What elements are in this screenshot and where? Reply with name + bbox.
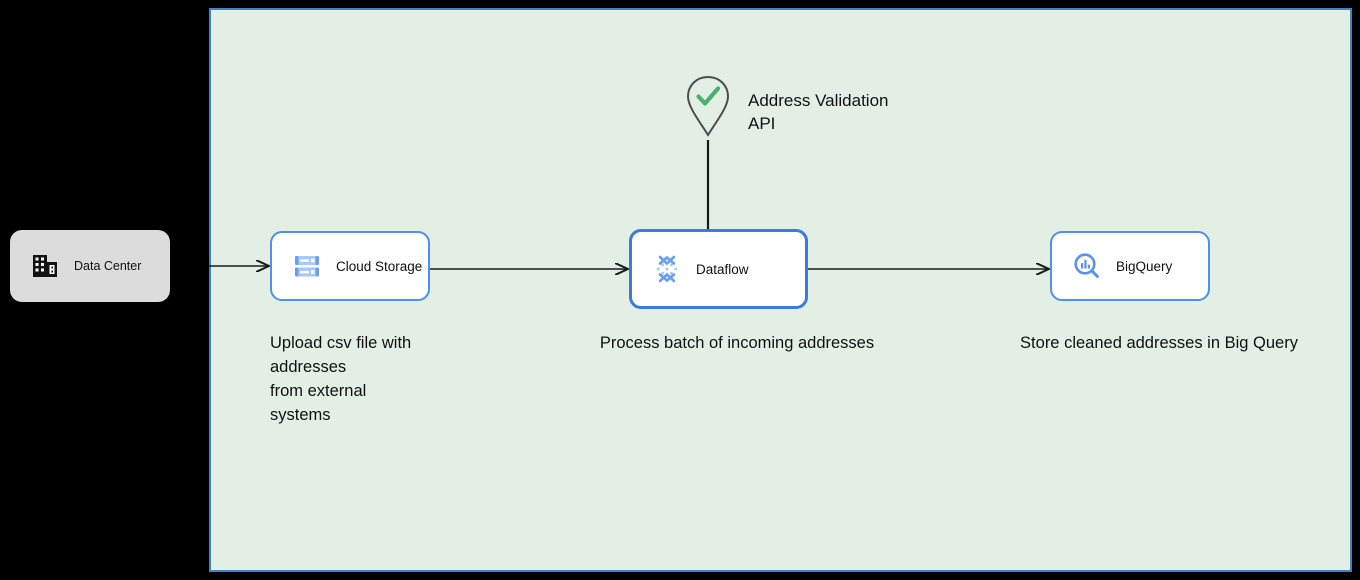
caption-dataflow: Process batch of incoming addresses [599, 334, 875, 352]
caption-bigquery: Store cleaned addresses in Big Query [1020, 334, 1298, 352]
node-dataflow[interactable]: Dataflow [629, 229, 808, 309]
bigquery-icon [1070, 249, 1104, 283]
node-address-validation-api-label: Address Validation API [748, 91, 889, 133]
node-bigquery-label: BigQuery [1116, 258, 1173, 274]
node-data-center-label: Data Center [74, 259, 142, 273]
node-dataflow-label: Dataflow [696, 261, 749, 277]
node-address-validation-api[interactable] [684, 75, 732, 137]
caption-cloud-storage: Upload csv file with addresses from exte… [270, 334, 412, 424]
node-cloud-storage-label: Cloud Storage [336, 258, 423, 274]
dataflow-icon [650, 252, 684, 286]
node-cloud-storage[interactable]: Cloud Storage [270, 231, 430, 301]
cloud-storage-icon [290, 249, 324, 283]
node-data-center[interactable]: Data Center [10, 230, 170, 302]
node-bigquery[interactable]: BigQuery [1050, 231, 1210, 301]
map-pin-check-icon [686, 75, 730, 137]
building-icon [28, 249, 62, 283]
